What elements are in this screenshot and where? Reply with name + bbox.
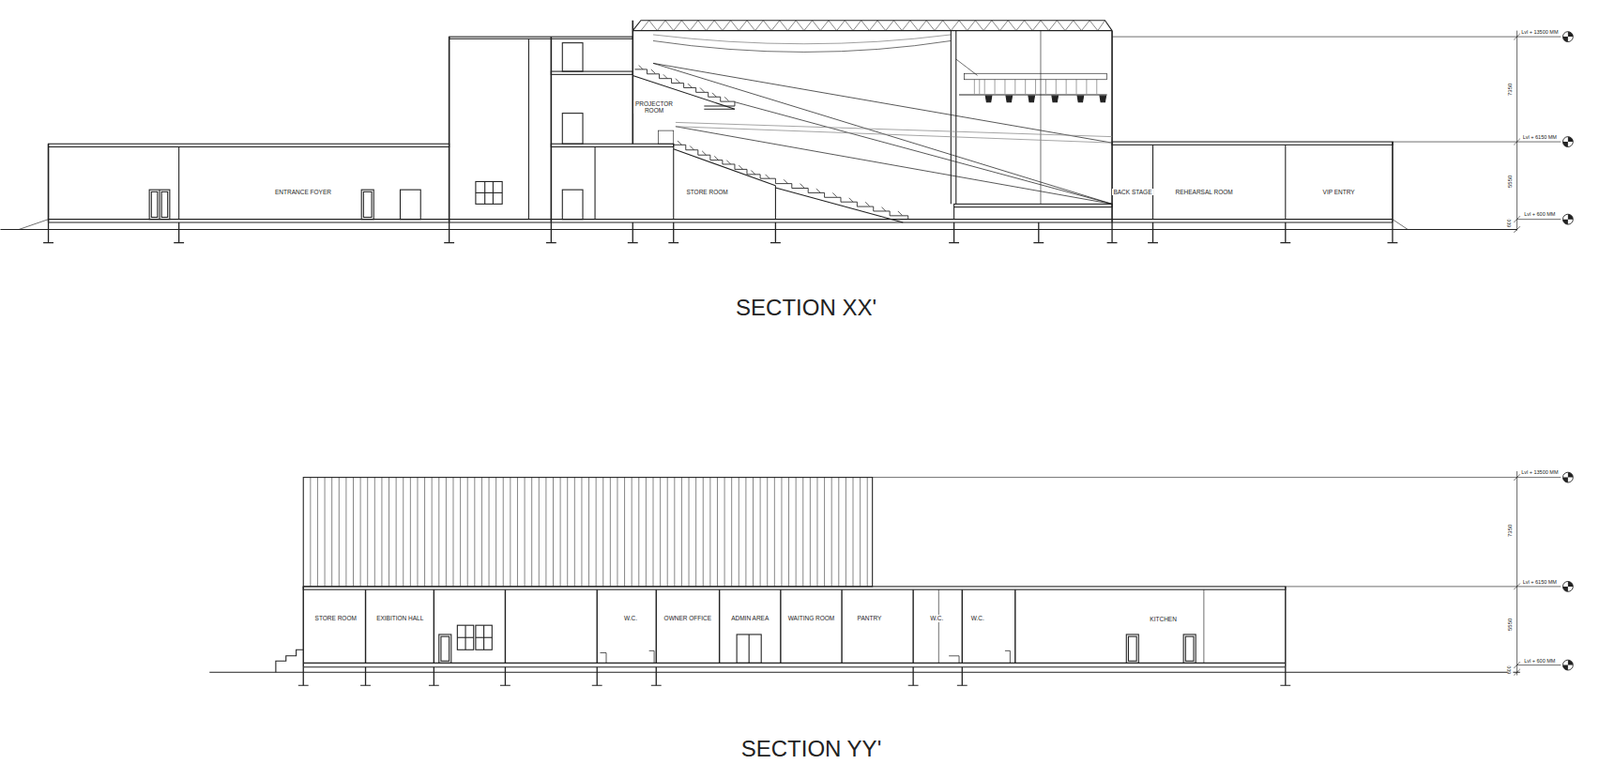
room-label: WAITING ROOM — [787, 614, 837, 622]
section-title: SECTION YY' — [741, 736, 883, 762]
room-label: STORE ROOM — [685, 188, 729, 196]
section-title: SECTION XX' — [735, 295, 877, 320]
dimension-text: 600 — [1508, 664, 1514, 674]
room-label: OWNER OFFICE — [663, 614, 714, 622]
dimension-text: 5550 — [1507, 174, 1514, 189]
room-label: REHEARSAL ROOM — [1174, 188, 1235, 196]
level-label: Lvl + 13500 MM — [1520, 469, 1559, 475]
room-label: STORE ROOM — [314, 614, 358, 622]
dimension-text: 7350 — [1507, 82, 1514, 97]
room-label: KITCHEN — [1148, 615, 1178, 623]
room-label: W.C. — [623, 614, 639, 622]
room-label: ADMIN AREA — [730, 614, 770, 622]
level-label: Lvl + 600 MM — [1523, 211, 1556, 217]
dimension-text: 7350 — [1507, 523, 1514, 538]
dimension-text: 5550 — [1507, 617, 1514, 632]
room-label: W.C. — [929, 614, 945, 622]
room-label: EXIBITION HALL — [375, 614, 425, 622]
dimension-text: 600 — [1508, 218, 1514, 229]
room-label: ENTRANCE FOYER — [274, 188, 333, 196]
level-label: Lvl + 600 MM — [1523, 657, 1556, 664]
room-label: BACK STAGE — [1112, 188, 1153, 196]
room-label: W.C. — [970, 614, 986, 622]
level-label: Lvl + 13500 MM — [1520, 29, 1559, 35]
level-label: Lvl + 6150 MM — [1522, 134, 1558, 140]
room-label: VIP ENTRY — [1322, 188, 1357, 196]
room-label: PROJECTOR ROOM — [633, 100, 674, 114]
room-label: PANTRY — [856, 614, 884, 622]
level-label: Lvl + 6150 MM — [1522, 579, 1558, 585]
